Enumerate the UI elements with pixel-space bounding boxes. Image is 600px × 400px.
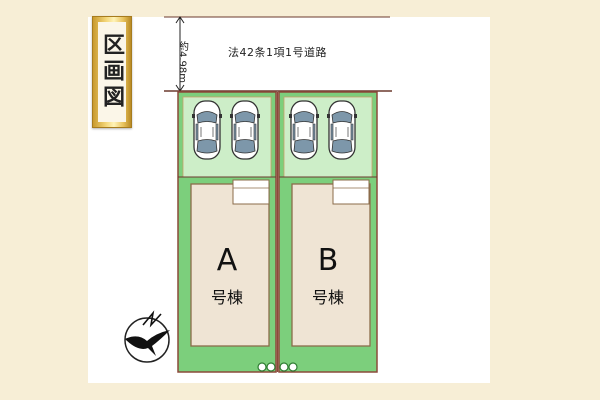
- road-width-label: 約4.98m: [176, 40, 188, 83]
- lot-a: [177, 91, 277, 373]
- lot-b-name: 号棟: [311, 288, 344, 307]
- north-arrow-bird-icon: [124, 310, 170, 363]
- shrub-icon: [257, 362, 298, 372]
- car-icon: [191, 100, 223, 160]
- lot-a-letter: A: [216, 243, 238, 278]
- building-b: [291, 183, 371, 347]
- lot-a-name: 号棟: [210, 288, 243, 307]
- diagram-title: 区画図: [99, 33, 125, 111]
- title-plate: 区画図: [92, 16, 132, 128]
- entrance-porch-b: [332, 179, 370, 205]
- entrance-porch-a: [232, 179, 270, 205]
- car-icon: [326, 100, 358, 160]
- building-a: [190, 183, 270, 347]
- road-label: 法42条1項1号道路: [228, 46, 327, 59]
- car-icon: [288, 100, 320, 160]
- car-icon: [229, 100, 261, 160]
- lot-b-letter: B: [317, 243, 339, 278]
